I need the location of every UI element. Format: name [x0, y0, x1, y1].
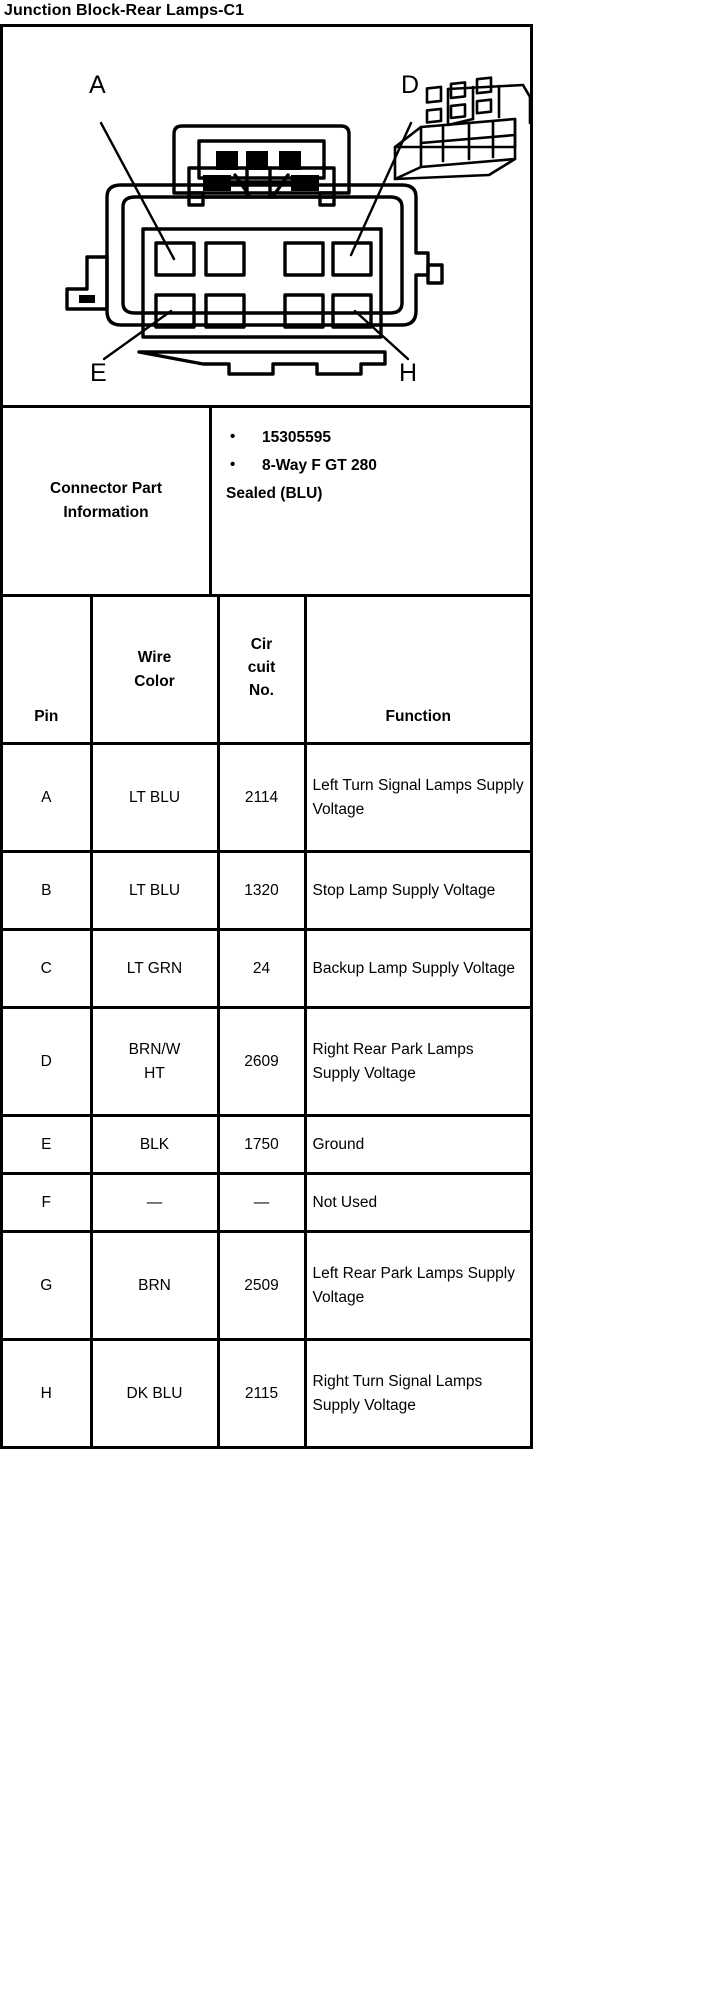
cell-pin: D — [3, 1007, 93, 1117]
cavity-A — [154, 241, 196, 277]
connector-drawing: A D E H — [65, 71, 530, 387]
table-header-row: Pin Wire Color Cir cuit No. Function — [3, 595, 530, 745]
cell-circuit-no: — — [218, 1173, 307, 1233]
column-header-function: Function — [305, 595, 530, 745]
cell-wire-color: BRN — [91, 1231, 220, 1341]
cell-circuit-no: 1750 — [218, 1115, 307, 1175]
connector-diagram-panel: A D E H — [3, 27, 530, 405]
column-header-wire-color: Wire Color — [91, 595, 220, 745]
column-header-circuit-line3: No. — [249, 682, 274, 700]
cell-function: Right Rear Park Lamps Supply Voltage — [305, 1007, 530, 1117]
cavity-C — [283, 241, 325, 277]
callout-label-E: E — [90, 359, 107, 387]
column-header-circuit-line1: Cir — [250, 635, 273, 653]
cavity-B — [204, 241, 246, 277]
cell-circuit-no: 2509 — [218, 1231, 307, 1341]
cell-circuit-no: 24 — [218, 929, 307, 1009]
callout-label-D: D — [401, 71, 419, 99]
cavity-E — [154, 293, 196, 329]
cell-wire-color: LT BLU — [91, 743, 220, 853]
column-header-pin: Pin — [3, 595, 93, 745]
cell-wire-color: — — [91, 1173, 220, 1233]
cell-function: Left Turn Signal Lamps Supply Voltage — [305, 743, 530, 853]
cell-function: Backup Lamp Supply Voltage — [305, 929, 530, 1009]
cell-wire-color: LT GRN — [91, 929, 220, 1009]
table-row: F——Not Used — [3, 1173, 530, 1233]
cell-circuit-no: 2114 — [218, 743, 307, 853]
cell-pin: A — [3, 743, 93, 853]
page-title: Junction Block-Rear Lamps-C1 — [4, 2, 245, 19]
cell-pin: G — [3, 1231, 93, 1341]
part-info-bullet-list: 15305595 8-Way F GT 280 — [226, 425, 518, 478]
cavity-G — [283, 293, 325, 329]
column-header-wire-line1: Wire — [137, 649, 172, 667]
cell-function: Left Rear Park Lamps Supply Voltage — [305, 1231, 530, 1341]
part-info-bullet-connector-type: 8-Way F GT 280 — [226, 453, 518, 478]
callout-label-A: A — [89, 71, 106, 99]
cell-function: Stop Lamp Supply Voltage — [305, 851, 530, 931]
cell-pin: F — [3, 1173, 93, 1233]
cell-circuit-no: 2115 — [218, 1339, 307, 1449]
cavity-D — [331, 241, 373, 277]
column-header-circuit-no: Cir cuit No. — [218, 595, 307, 745]
callout-label-H: H — [399, 359, 417, 387]
connector-face-view — [65, 124, 444, 376]
cell-wire-color: DK BLU — [91, 1339, 220, 1449]
cavity-F — [204, 293, 246, 329]
cell-function: Not Used — [305, 1173, 530, 1233]
column-header-wire-line2: Color — [134, 672, 175, 690]
cell-pin: C — [3, 929, 93, 1009]
cavity-H — [331, 293, 373, 329]
cell-function: Ground — [305, 1115, 530, 1175]
callout-leader-lines — [99, 121, 413, 361]
cell-circuit-no: 1320 — [218, 851, 307, 931]
cell-pin: H — [3, 1339, 93, 1449]
cell-circuit-no: 2609 — [218, 1007, 307, 1117]
cell-wire-color: BLK — [91, 1115, 220, 1175]
connector-isometric-view — [393, 76, 530, 181]
column-header-circuit-line2: cuit — [247, 658, 276, 676]
part-info-sealed-note: Sealed (BLU) — [226, 485, 323, 503]
part-info-body: 15305595 8-Way F GT 280 Sealed (BLU) — [212, 408, 530, 594]
cell-pin: E — [3, 1115, 93, 1175]
part-info-bullet-part-number: 15305595 — [226, 425, 518, 450]
cell-function: Right Turn Signal Lamps Supply Voltage — [305, 1339, 530, 1449]
datasheet-frame: A D E H Connector Part Information 15305… — [0, 24, 533, 1449]
part-info-label: Connector Part Information — [3, 408, 212, 594]
cell-pin: B — [3, 851, 93, 931]
cell-wire-color: LT BLU — [91, 851, 220, 931]
connector-part-information-row: Connector Part Information 15305595 8-Wa… — [3, 405, 530, 594]
